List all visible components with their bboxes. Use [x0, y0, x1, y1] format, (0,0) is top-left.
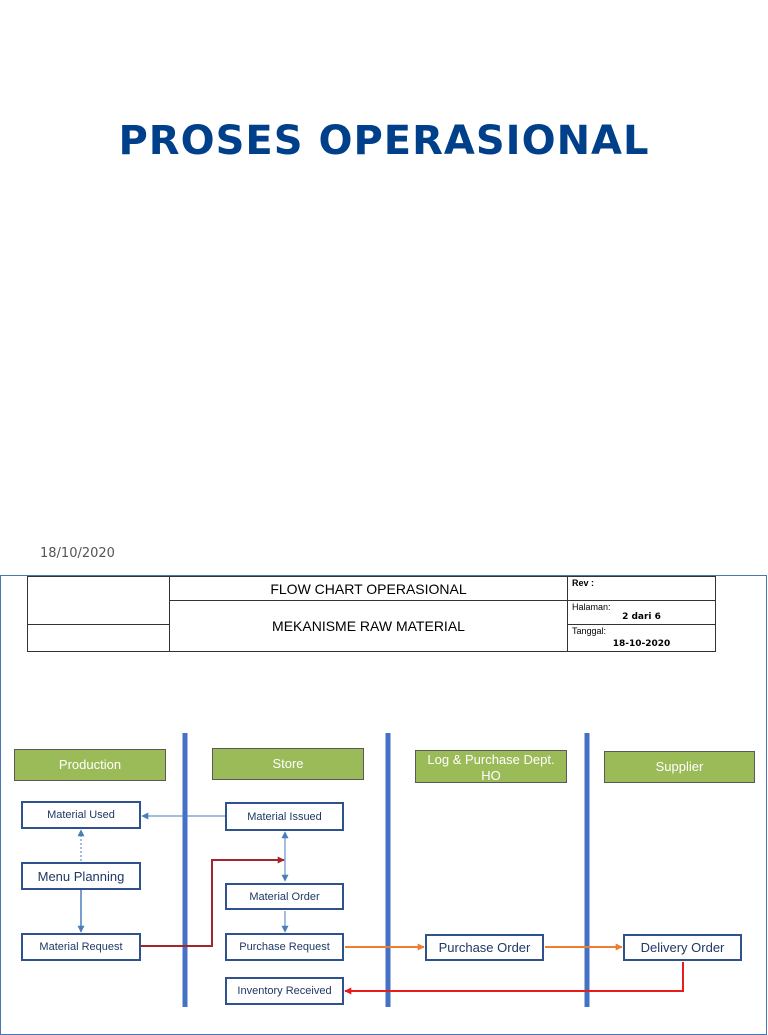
node-purchase-order: Purchase Order — [425, 934, 544, 961]
node-material-used: Material Used — [21, 801, 141, 829]
page-value: 2 dari 6 — [622, 612, 661, 622]
node-material-order: Material Order — [225, 883, 344, 910]
lane-header-log-purchase: Log & Purchase Dept. HO — [415, 750, 567, 783]
node-material-issued: Material Issued — [225, 802, 344, 831]
page-cell: Halaman: 2 dari 6 — [567, 600, 716, 625]
node-material-request: Material Request — [21, 933, 141, 961]
date-cell: Tanggal: 18-10-2020 — [567, 624, 716, 652]
rev-label: Rev : — [572, 578, 595, 588]
edge-request-to-store — [141, 856, 285, 947]
flowchart-header-table: FLOW CHART OPERASIONAL Rev : MEKANISME R… — [27, 576, 716, 652]
date-value: 18-10-2020 — [612, 639, 671, 649]
lane-header-production: Production — [14, 749, 166, 781]
slide-title: PROSES OPERASIONAL — [118, 118, 650, 164]
node-inventory-received: Inventory Received — [225, 977, 344, 1005]
header-title-mechanism: MEKANISME RAW MATERIAL — [169, 600, 568, 652]
page-label: Halaman: — [572, 602, 611, 612]
logo-cell-lower — [27, 624, 170, 652]
node-delivery-order: Delivery Order — [623, 934, 742, 961]
date-label: Tanggal: — [572, 626, 607, 636]
node-purchase-request: Purchase Request — [225, 933, 344, 961]
logo-cell — [27, 576, 170, 625]
lane-header-store: Store — [212, 748, 364, 780]
lane-header-supplier: Supplier — [604, 751, 755, 783]
edge-delivery-to-inventory — [344, 962, 684, 995]
slide-date: 18/10/2020 — [40, 546, 115, 561]
node-menu-planning: Menu Planning — [21, 862, 141, 890]
